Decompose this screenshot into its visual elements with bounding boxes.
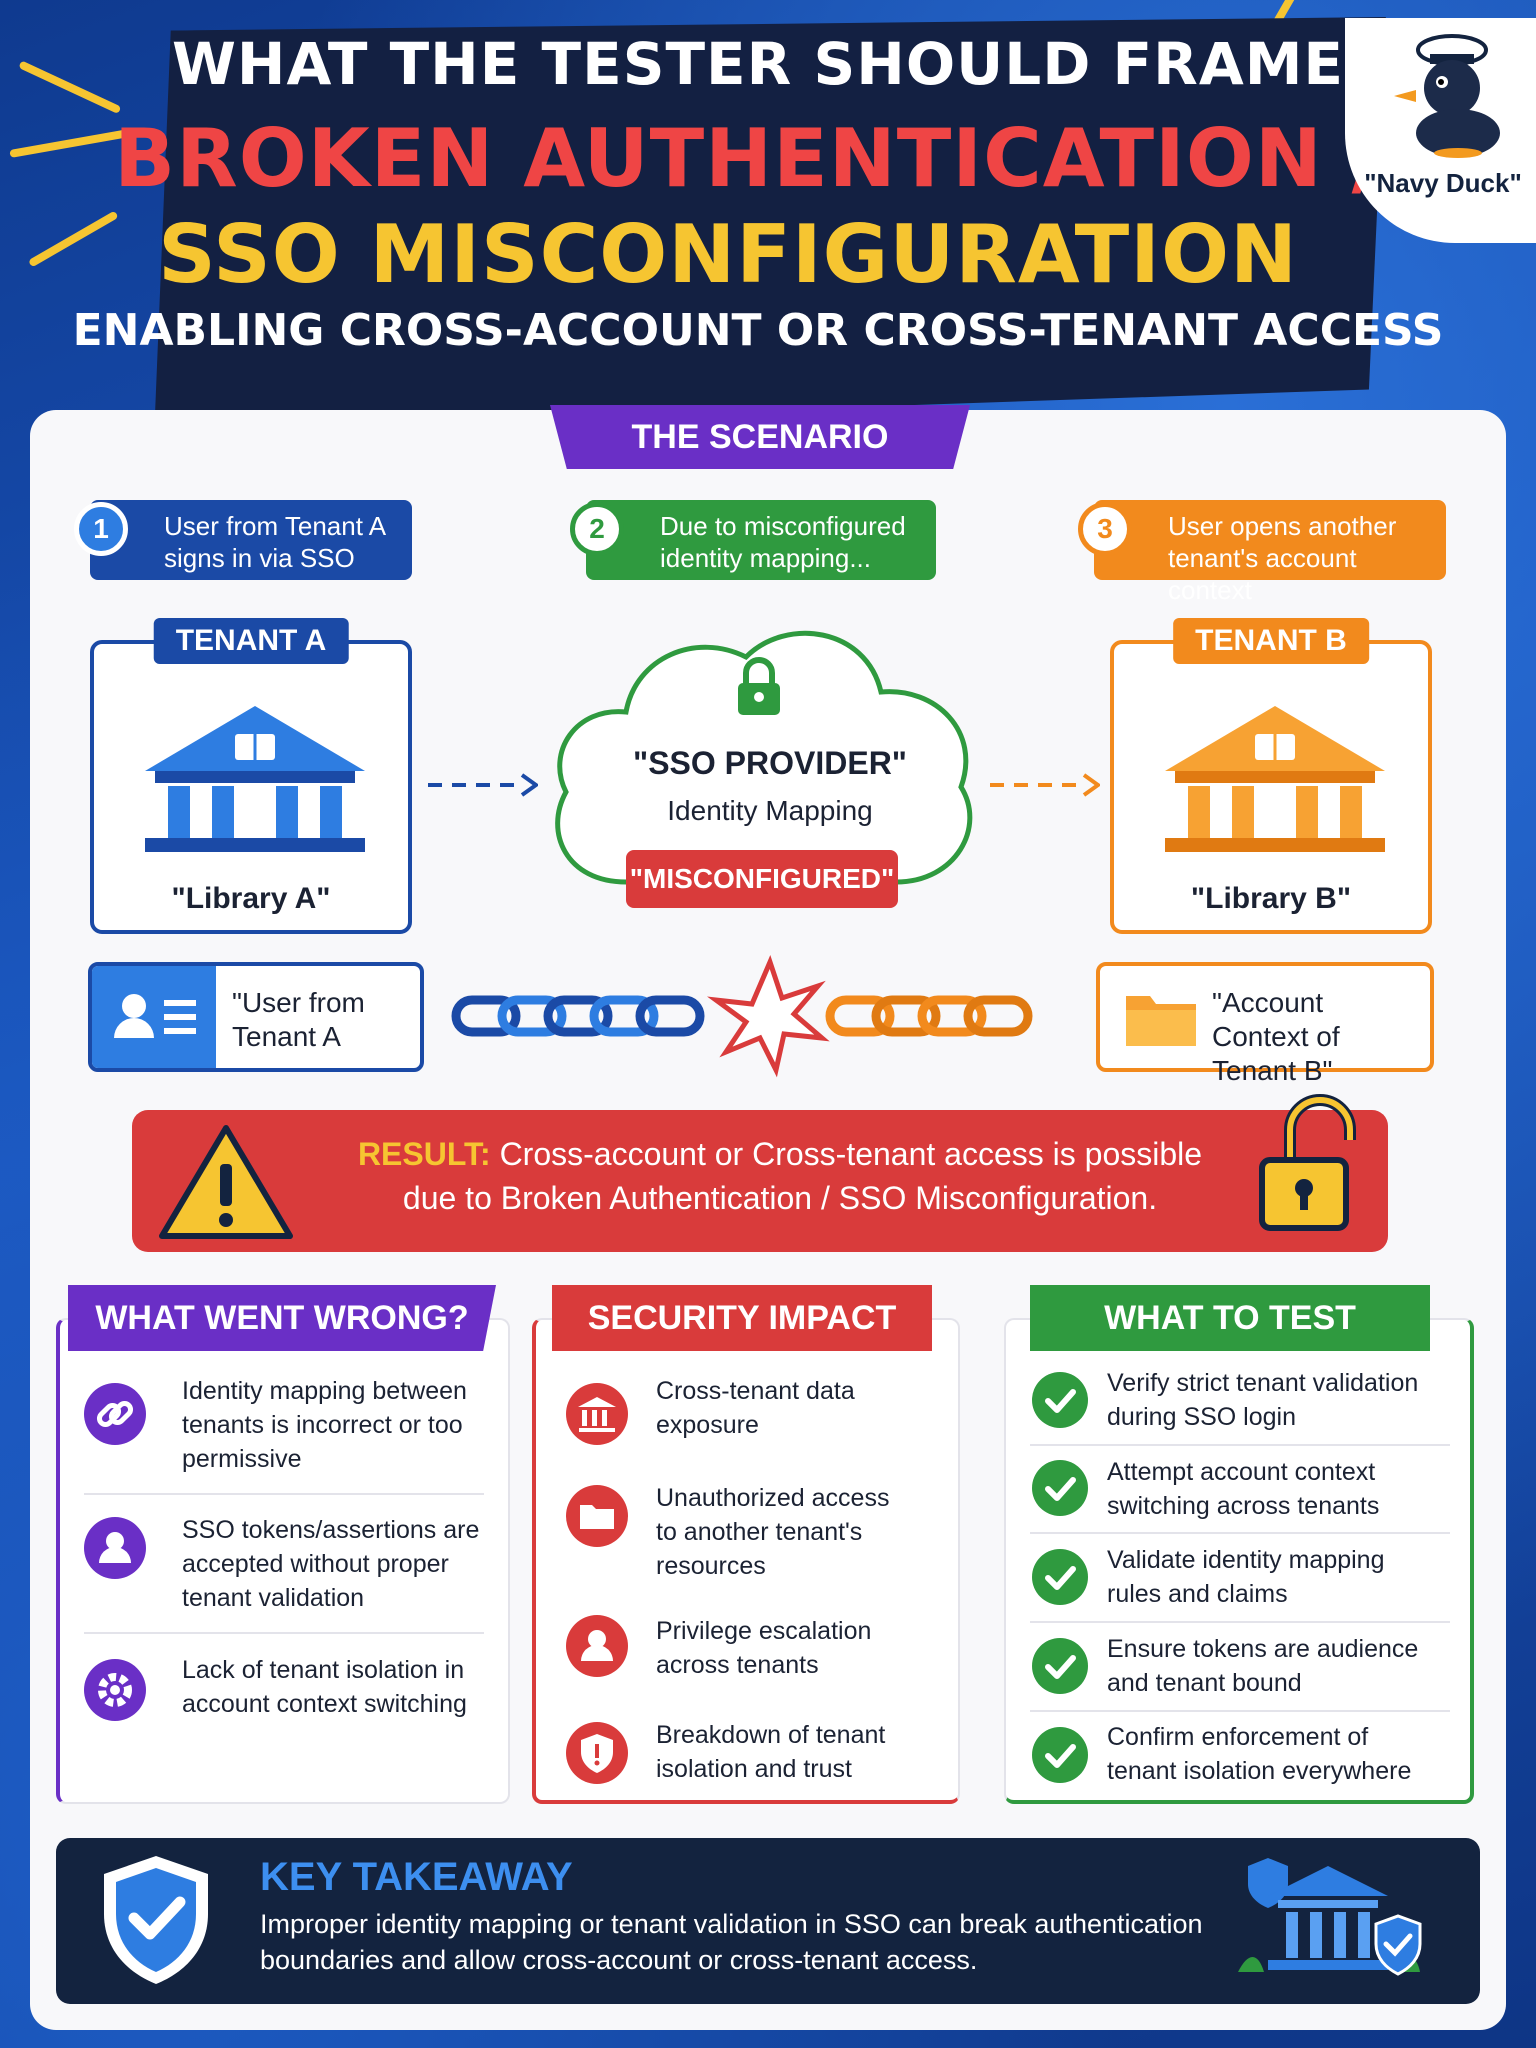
shield-check-icon: [104, 1856, 208, 1984]
misconfigured-badge: "MISCONFIGURED": [626, 850, 898, 908]
provider-subtitle: Identity Mapping: [667, 795, 873, 826]
test-item-4: Ensure tokens are audience and tenant bo…: [1107, 1635, 1419, 1697]
account-context-card: "Account Context of Tenant B": [1096, 962, 1434, 1086]
user-icon: [84, 1517, 146, 1579]
tenant-a-box: TENANT A "Library A": [90, 618, 412, 934]
secure-bank-icon: [1238, 1858, 1422, 1976]
what-to-test-title: WHAT TO TEST: [1030, 1285, 1430, 1351]
impact-item-2: Unauthorized access to another tenant's …: [656, 1484, 890, 1580]
warning-triangle-icon: [159, 1125, 293, 1239]
library-building-icon: [145, 706, 365, 852]
divider: [84, 1493, 484, 1495]
impact-item-1: Cross-tenant data exposure: [656, 1377, 855, 1439]
account-context-text: "Account Context of Tenant B": [1212, 987, 1340, 1086]
divider: [1030, 1621, 1450, 1623]
arrow-provider-to-b: [990, 773, 1100, 797]
padlock-closed-icon: [738, 657, 780, 715]
step-text: Due to misconfigured identity mapping...: [660, 511, 906, 573]
user-card-text: "User from Tenant A: [232, 987, 365, 1052]
tenant-b-name: "Library B": [1190, 882, 1352, 915]
impact-item-3: Privilege escalation across tenants: [656, 1617, 872, 1679]
bank-icon: [566, 1383, 628, 1445]
step-number: 3: [1078, 502, 1132, 556]
wrong-item-2: SSO tokens/assertions are accepted witho…: [182, 1516, 480, 1612]
scenario-step-2: 2 Due to misconfigured identity mapping.…: [570, 500, 936, 580]
scenario-step-3: 3 User opens another tenant's account co…: [1078, 500, 1446, 605]
takeaway-text: Improper identity mapping or tenant vali…: [260, 1909, 1203, 1975]
wrong-item-3: Lack of tenant isolation in account cont…: [182, 1656, 467, 1718]
divider: [1030, 1710, 1450, 1712]
impact-item-4: Breakdown of tenant isolation and trust: [656, 1721, 886, 1783]
check-circle-icon: [1032, 1549, 1088, 1605]
scenario-title: THE SCENARIO: [550, 405, 970, 469]
folder-icon: [1126, 996, 1196, 1046]
header-subtitle: ENABLING CROSS-ACCOUNT OR CROSS-TENANT A…: [72, 305, 1444, 356]
padlock-open-icon: [1259, 1094, 1356, 1231]
gear-icon: [84, 1659, 146, 1721]
folder-icon: [566, 1485, 628, 1547]
result-message: RESULT: Cross-account or Cross-tenant ac…: [330, 1132, 1230, 1220]
step-number: 2: [570, 502, 624, 556]
check-circle-icon: [1032, 1372, 1088, 1428]
wrong-item-1: Identity mapping between tenants is inco…: [182, 1377, 467, 1473]
tenant-b-box: TENANT B "Library B": [1110, 618, 1432, 934]
divider: [84, 1632, 484, 1634]
result-keyword: RESULT:: [357, 1136, 491, 1172]
user-card: "User from Tenant A: [88, 962, 424, 1072]
duck-icon: [1394, 34, 1500, 158]
check-circle-icon: [1032, 1638, 1088, 1694]
step-text: User from Tenant A signs in via SSO: [164, 511, 385, 573]
broken-chain-icon: [451, 954, 1033, 1078]
header-title-line1: BROKEN AUTHENTICATION /: [114, 112, 1382, 205]
user-id-icon: [92, 966, 216, 1068]
provider-title: "SSO PROVIDER": [633, 745, 907, 781]
step-number: 1: [74, 502, 128, 556]
key-takeaway-box: [56, 1838, 1480, 2004]
step-text: User opens another tenant's account cont…: [1168, 511, 1397, 605]
what-went-wrong-title: WHAT WENT WRONG?: [68, 1285, 496, 1351]
check-circle-icon: [1032, 1460, 1088, 1516]
library-building-icon: [1165, 706, 1385, 852]
header-title-line2: SSO MISCONFIGURATION: [158, 208, 1298, 301]
test-item-5: Confirm enforcement of tenant isolation …: [1107, 1723, 1412, 1785]
test-item-1: Verify strict tenant validation during S…: [1107, 1369, 1419, 1431]
header-kicker: WHAT THE TESTER SHOULD FRAME: [171, 30, 1345, 98]
check-circle-icon: [1032, 1727, 1088, 1783]
security-impact-title: SECURITY IMPACT: [552, 1285, 932, 1351]
takeaway-title: KEY TAKEAWAY: [260, 1855, 573, 1899]
shield-alert-icon: [566, 1722, 628, 1784]
result-box: [132, 1110, 1388, 1252]
user-icon: [566, 1615, 628, 1677]
divider: [1030, 1444, 1450, 1446]
scenario-step-1: 1 User from Tenant A signs in via SSO: [74, 500, 412, 580]
test-item-2: Attempt account context switching across…: [1107, 1458, 1380, 1520]
tenant-a-name: "Library A": [171, 882, 331, 915]
arrow-a-to-provider: [428, 773, 538, 797]
result-text: Cross-account or Cross-tenant access is …: [402, 1136, 1203, 1216]
tenant-a-tag: TENANT A: [153, 618, 349, 664]
mascot-label: "Navy Duck": [1364, 168, 1522, 198]
sso-cloud-shape: [555, 630, 973, 885]
divider: [1030, 1532, 1450, 1534]
test-item-3: Validate identity mapping rules and clai…: [1107, 1546, 1385, 1608]
link-icon: [84, 1383, 146, 1445]
tenant-b-tag: TENANT B: [1173, 618, 1369, 664]
